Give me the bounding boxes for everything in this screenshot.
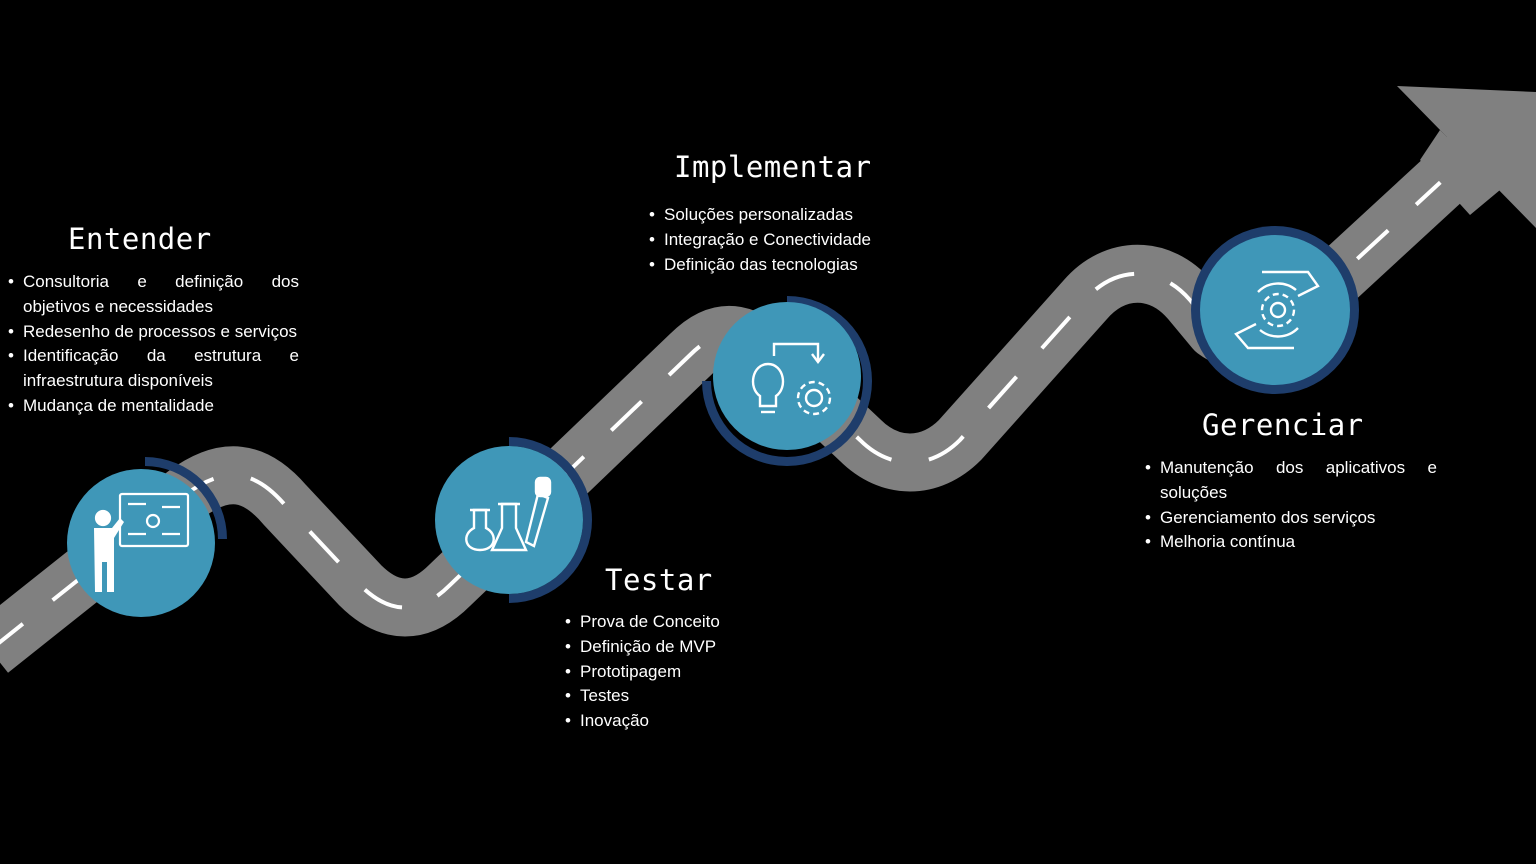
stage-title-entender: Entender: [68, 222, 212, 256]
lab-flasks-icon: [465, 476, 552, 552]
stage-title-gerenciar: Gerenciar: [1202, 408, 1364, 442]
hands-gear-cycle-icon: [1234, 270, 1320, 350]
list-item: Redesenho de processos e serviços: [8, 320, 299, 345]
stage-title-testar: Testar: [605, 563, 713, 597]
list-item: Identificação da estrutura e infraestrut…: [8, 344, 299, 394]
list-item: Prototipagem: [565, 660, 765, 685]
list-item: Consultoria e definição dos objetivos e …: [8, 270, 299, 320]
list-item: Mudança de mentalidade: [8, 394, 299, 419]
list-item: Inovação: [565, 709, 765, 734]
stage-list-gerenciar: Manutenção dos aplicativos e soluções Ge…: [1145, 456, 1437, 555]
lightbulb-gear-icon: [751, 342, 832, 416]
list-item: Melhoria contínua: [1145, 530, 1437, 555]
list-item: Manutenção dos aplicativos e soluções: [1145, 456, 1437, 506]
list-item: Integração e Conectividade: [649, 228, 909, 253]
list-item: Definição das tecnologias: [649, 253, 909, 278]
stage-list-entender: Consultoria e definição dos objetivos e …: [8, 270, 299, 419]
list-item: Prova de Conceito: [565, 610, 765, 635]
presentation-board-icon: [94, 492, 190, 592]
road-center-dashes: [0, 153, 1472, 645]
list-item: Definição de MVP: [565, 635, 765, 660]
stage-title-implementar: Implementar: [674, 150, 872, 184]
list-item: Soluções personalizadas: [649, 203, 909, 228]
stage-list-implementar: Soluções personalizadas Integração e Con…: [649, 203, 909, 277]
stage-circle-entender: [67, 457, 227, 617]
stage-circle-testar: [435, 437, 592, 603]
stage-list-testar: Prova de Conceito Definição de MVP Proto…: [565, 610, 765, 734]
list-item: Testes: [565, 684, 765, 709]
list-item: Gerenciamento dos serviços: [1145, 506, 1437, 531]
stage-circle-gerenciar: [1191, 226, 1359, 394]
stage-circle-implementar: [702, 296, 872, 466]
